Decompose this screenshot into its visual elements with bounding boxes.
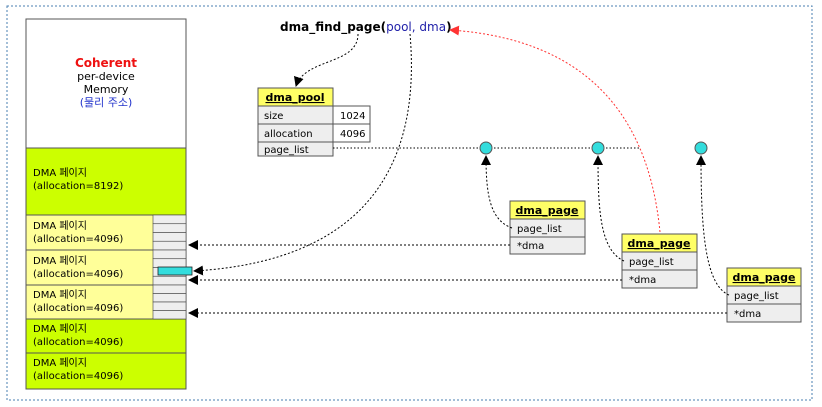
memory-line2: per-device <box>77 70 135 83</box>
page-name-1: DMA 페이지 <box>33 167 87 179</box>
dma-page-1-dma: *dma <box>517 241 544 252</box>
dma-page-3-page-list: page_list <box>734 291 779 302</box>
function-name: dma_find_page( <box>280 20 386 35</box>
dma-page-block-5 <box>25 318 187 354</box>
dma-pool-title: dma_pool <box>265 91 324 104</box>
memory-line3: Memory <box>84 83 129 96</box>
dma-pool-allocation-value: 4096 <box>340 129 365 140</box>
page-alloc-3: (allocation=4096) <box>33 269 123 280</box>
page-name-6: DMA 페이지 <box>33 357 87 369</box>
outer-frame <box>6 5 813 401</box>
arrow-page-list-3-to-node <box>696 155 730 296</box>
dma-page-2-page-list: page_list <box>629 257 674 268</box>
slot-grid-page-4 <box>152 284 187 320</box>
list-node-3 <box>694 141 708 155</box>
dma-pool-field-allocation: allocation <box>264 129 313 140</box>
page-name-4: DMA 페이지 <box>33 289 87 301</box>
arrow-red-return <box>449 25 661 233</box>
function-call: dma_find_page(pool, dma) <box>280 20 452 35</box>
arrow-pool-to-dma-pool <box>294 33 359 87</box>
page-alloc-2: (allocation=4096) <box>33 234 123 245</box>
dma-page-3-title: dma_page <box>733 271 796 284</box>
page-name-3: DMA 페이지 <box>33 255 87 267</box>
function-close: ) <box>446 20 451 34</box>
page-alloc-1: (allocation=8192) <box>33 181 123 192</box>
function-args: pool, dma <box>386 20 446 34</box>
dma-page-2-field2 <box>621 269 698 289</box>
arrow-dma-to-slot <box>193 33 412 276</box>
dma-page-1-page-list: page_list <box>517 224 562 235</box>
page-name-2: DMA 페이지 <box>33 220 87 232</box>
highlighted-slot <box>157 266 193 276</box>
list-node-1 <box>479 141 493 155</box>
dma-page-1-title: dma_page <box>516 204 579 217</box>
memory-title: Coherent <box>75 56 137 70</box>
page-alloc-5: (allocation=4096) <box>33 337 123 348</box>
list-node-2 <box>591 141 605 155</box>
dma-page-2-title: dma_page <box>628 237 691 250</box>
dma-pool-field-size: size <box>264 111 283 122</box>
dma-page-block-1 <box>25 147 187 216</box>
dma-page-3-dma: *dma <box>734 309 761 320</box>
arrow-page-list-2-to-node <box>593 155 625 262</box>
arrow-page-list-1-to-node <box>481 155 513 229</box>
memory-line4: (물리 주소) <box>80 96 133 109</box>
page-alloc-6: (allocation=4096) <box>33 371 123 382</box>
dma-pool-field-page-list: page_list <box>264 145 309 156</box>
slot-grid-page-2 <box>152 214 187 251</box>
page-name-5: DMA 페이지 <box>33 323 87 335</box>
dma-page-block-6 <box>25 352 187 390</box>
dma-pool-row-page-list <box>257 141 334 157</box>
dma-pool-value-allocation <box>332 123 371 143</box>
page-alloc-4: (allocation=4096) <box>33 303 123 314</box>
dma-pool-size-value: 1024 <box>340 111 365 122</box>
dma-page-2-dma: *dma <box>629 275 656 286</box>
